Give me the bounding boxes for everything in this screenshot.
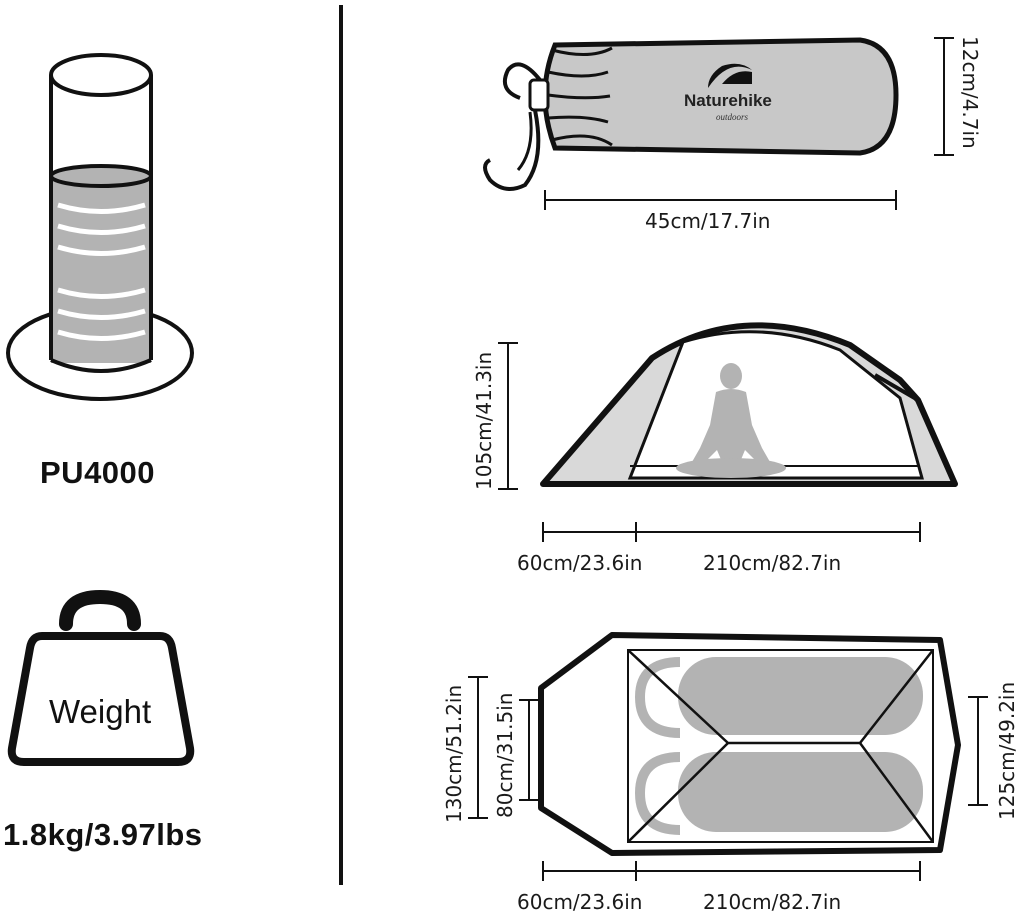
person-silhouette [676, 363, 786, 478]
top-length-dimension [542, 861, 921, 881]
bag-brand-sub-text: outdoors [716, 112, 749, 122]
bag-diameter-dimension [934, 37, 954, 156]
top-head-width-label: 80cm/31.5in [493, 692, 517, 818]
bag-length-dimension [544, 190, 897, 210]
bag-diameter-label: 12cm/4.7in [958, 36, 982, 149]
side-height-dimension [498, 342, 518, 490]
side-inner-length-label: 210cm/82.7in [703, 551, 842, 575]
weight-icon [7, 589, 195, 766]
packed-bag-icon [483, 37, 899, 191]
top-foot-width-label: 125cm/49.2in [995, 681, 1019, 820]
top-outer-width-dimension [468, 676, 488, 819]
top-inner-length-label: 210cm/82.7in [703, 890, 842, 914]
side-vestibule-label: 60cm/23.6in [517, 551, 643, 575]
top-outer-width-label: 130cm/51.2in [442, 684, 466, 823]
tent-top-view [538, 632, 961, 856]
top-foot-width-dimension [968, 696, 988, 806]
waterproof-cylinder-icon [6, 53, 194, 401]
bag-length-label: 45cm/17.7in [645, 209, 771, 233]
bag-brand-logo-text: Naturehike [684, 91, 772, 110]
weight-icon-label: Weight [49, 693, 152, 730]
top-vestibule-label: 60cm/23.6in [517, 890, 643, 914]
side-length-dimension [542, 522, 921, 542]
sleeping-pad-2 [634, 752, 923, 835]
top-head-width-dimension [519, 699, 539, 801]
weight-value-label: 1.8kg/3.97lbs [3, 817, 203, 852]
side-height-label: 105cm/41.3in [472, 351, 496, 490]
sleeping-pad-1 [634, 657, 923, 738]
waterproof-rating-label: PU4000 [40, 455, 156, 490]
tent-side-view [540, 322, 958, 487]
